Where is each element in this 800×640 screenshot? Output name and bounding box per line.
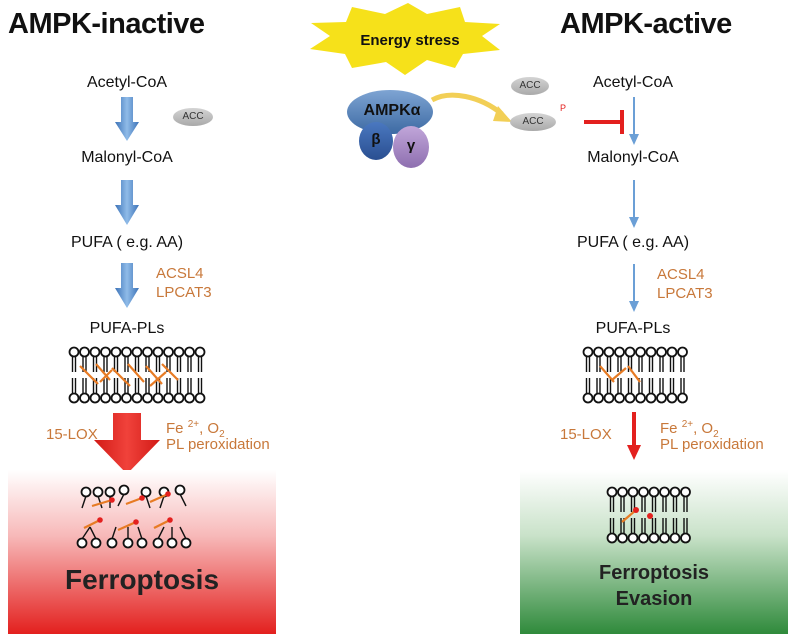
- right-malonyl-coa: Malonyl-CoA: [587, 149, 679, 166]
- ampk-gamma-subunit: [393, 126, 429, 168]
- right-lpcat3: LPCAT3: [657, 285, 713, 302]
- right-membrane-intact: [582, 346, 688, 404]
- right-o2-subscript: 2: [713, 429, 719, 440]
- left-arrow-pufa-pls: [115, 263, 139, 308]
- right-pufa-pls: PUFA-PLs: [595, 320, 671, 337]
- left-pufa-pls: PUFA-PLs: [89, 320, 165, 337]
- right-arrow-malonyl-pufa: [629, 180, 639, 228]
- right-fe-charge: 2+: [681, 419, 694, 430]
- right-15-lox: 15-LOX: [560, 426, 612, 443]
- right-pl-peroxidation: PL peroxidation: [660, 436, 764, 453]
- activation-arrowhead: [493, 106, 512, 122]
- right-acc-enzyme: ACC: [511, 77, 549, 95]
- left-membrane-peroxidized: [76, 484, 192, 549]
- activation-arrow: [430, 92, 504, 116]
- left-membrane-intact: [68, 346, 206, 404]
- left-fe-text: Fe: [166, 420, 188, 437]
- right-o-text: , O: [693, 420, 714, 437]
- ampk-text: AMPK: [363, 102, 411, 119]
- phospho-label: P: [560, 103, 567, 113]
- right-acc-phospho: ACC: [510, 113, 556, 131]
- ferroptosis-evasion-label: Ferroptosis Evasion: [520, 560, 788, 612]
- left-fe-charge: 2+: [187, 419, 200, 430]
- left-arrow-peroxidation: [94, 413, 160, 474]
- ampk-beta-subunit: [359, 122, 393, 160]
- evasion-line-2: Evasion: [615, 588, 693, 610]
- left-fe-o2: Fe 2+, O2: [166, 416, 225, 444]
- right-arrow-pufa-pls: [629, 264, 639, 312]
- ferroptosis-label: Ferroptosis: [64, 564, 220, 595]
- right-arrow-acetyl-malonyl: [629, 97, 639, 145]
- left-o2-subscript: 2: [219, 429, 225, 440]
- gamma-label: γ: [406, 137, 416, 154]
- right-fe-o2: Fe 2+, O2: [660, 416, 719, 444]
- left-acetyl-coa: Acetyl-CoA: [86, 74, 168, 91]
- energy-stress-burst: [310, 3, 500, 75]
- right-acetyl-coa: Acetyl-CoA: [592, 74, 674, 91]
- right-acc-phospho-text: ACC: [522, 116, 544, 127]
- left-15-lox: 15-LOX: [46, 426, 98, 443]
- energy-stress-label: Energy stress: [360, 32, 460, 49]
- right-membrane-partial: [606, 486, 691, 544]
- left-o-text: , O: [199, 420, 220, 437]
- left-pufa: PUFA ( e.g. AA): [70, 234, 184, 251]
- right-fe-text: Fe: [660, 420, 682, 437]
- left-acsl4: ACSL4: [156, 265, 204, 282]
- evasion-line-1: Ferroptosis: [598, 562, 710, 584]
- ampk-label: AMPKα: [352, 102, 432, 120]
- left-acc-enzyme: ACC: [173, 108, 213, 126]
- right-acsl4: ACSL4: [657, 266, 705, 283]
- right-heading: AMPK-active: [560, 8, 732, 40]
- left-heading: AMPK-inactive: [8, 8, 205, 40]
- left-arrow-acetyl-malonyl: [115, 97, 139, 141]
- left-pl-peroxidation: PL peroxidation: [166, 436, 270, 453]
- ampk-alpha-subunit: [347, 90, 433, 134]
- beta-label: β: [371, 131, 381, 148]
- left-lpcat3: LPCAT3: [156, 284, 212, 301]
- right-pufa: PUFA ( e.g. AA): [576, 234, 690, 251]
- ampk-alpha-text: α: [410, 102, 421, 119]
- left-arrow-malonyl-pufa: [115, 180, 139, 225]
- right-arrow-peroxidation: [627, 412, 641, 460]
- left-malonyl-coa: Malonyl-CoA: [81, 149, 173, 166]
